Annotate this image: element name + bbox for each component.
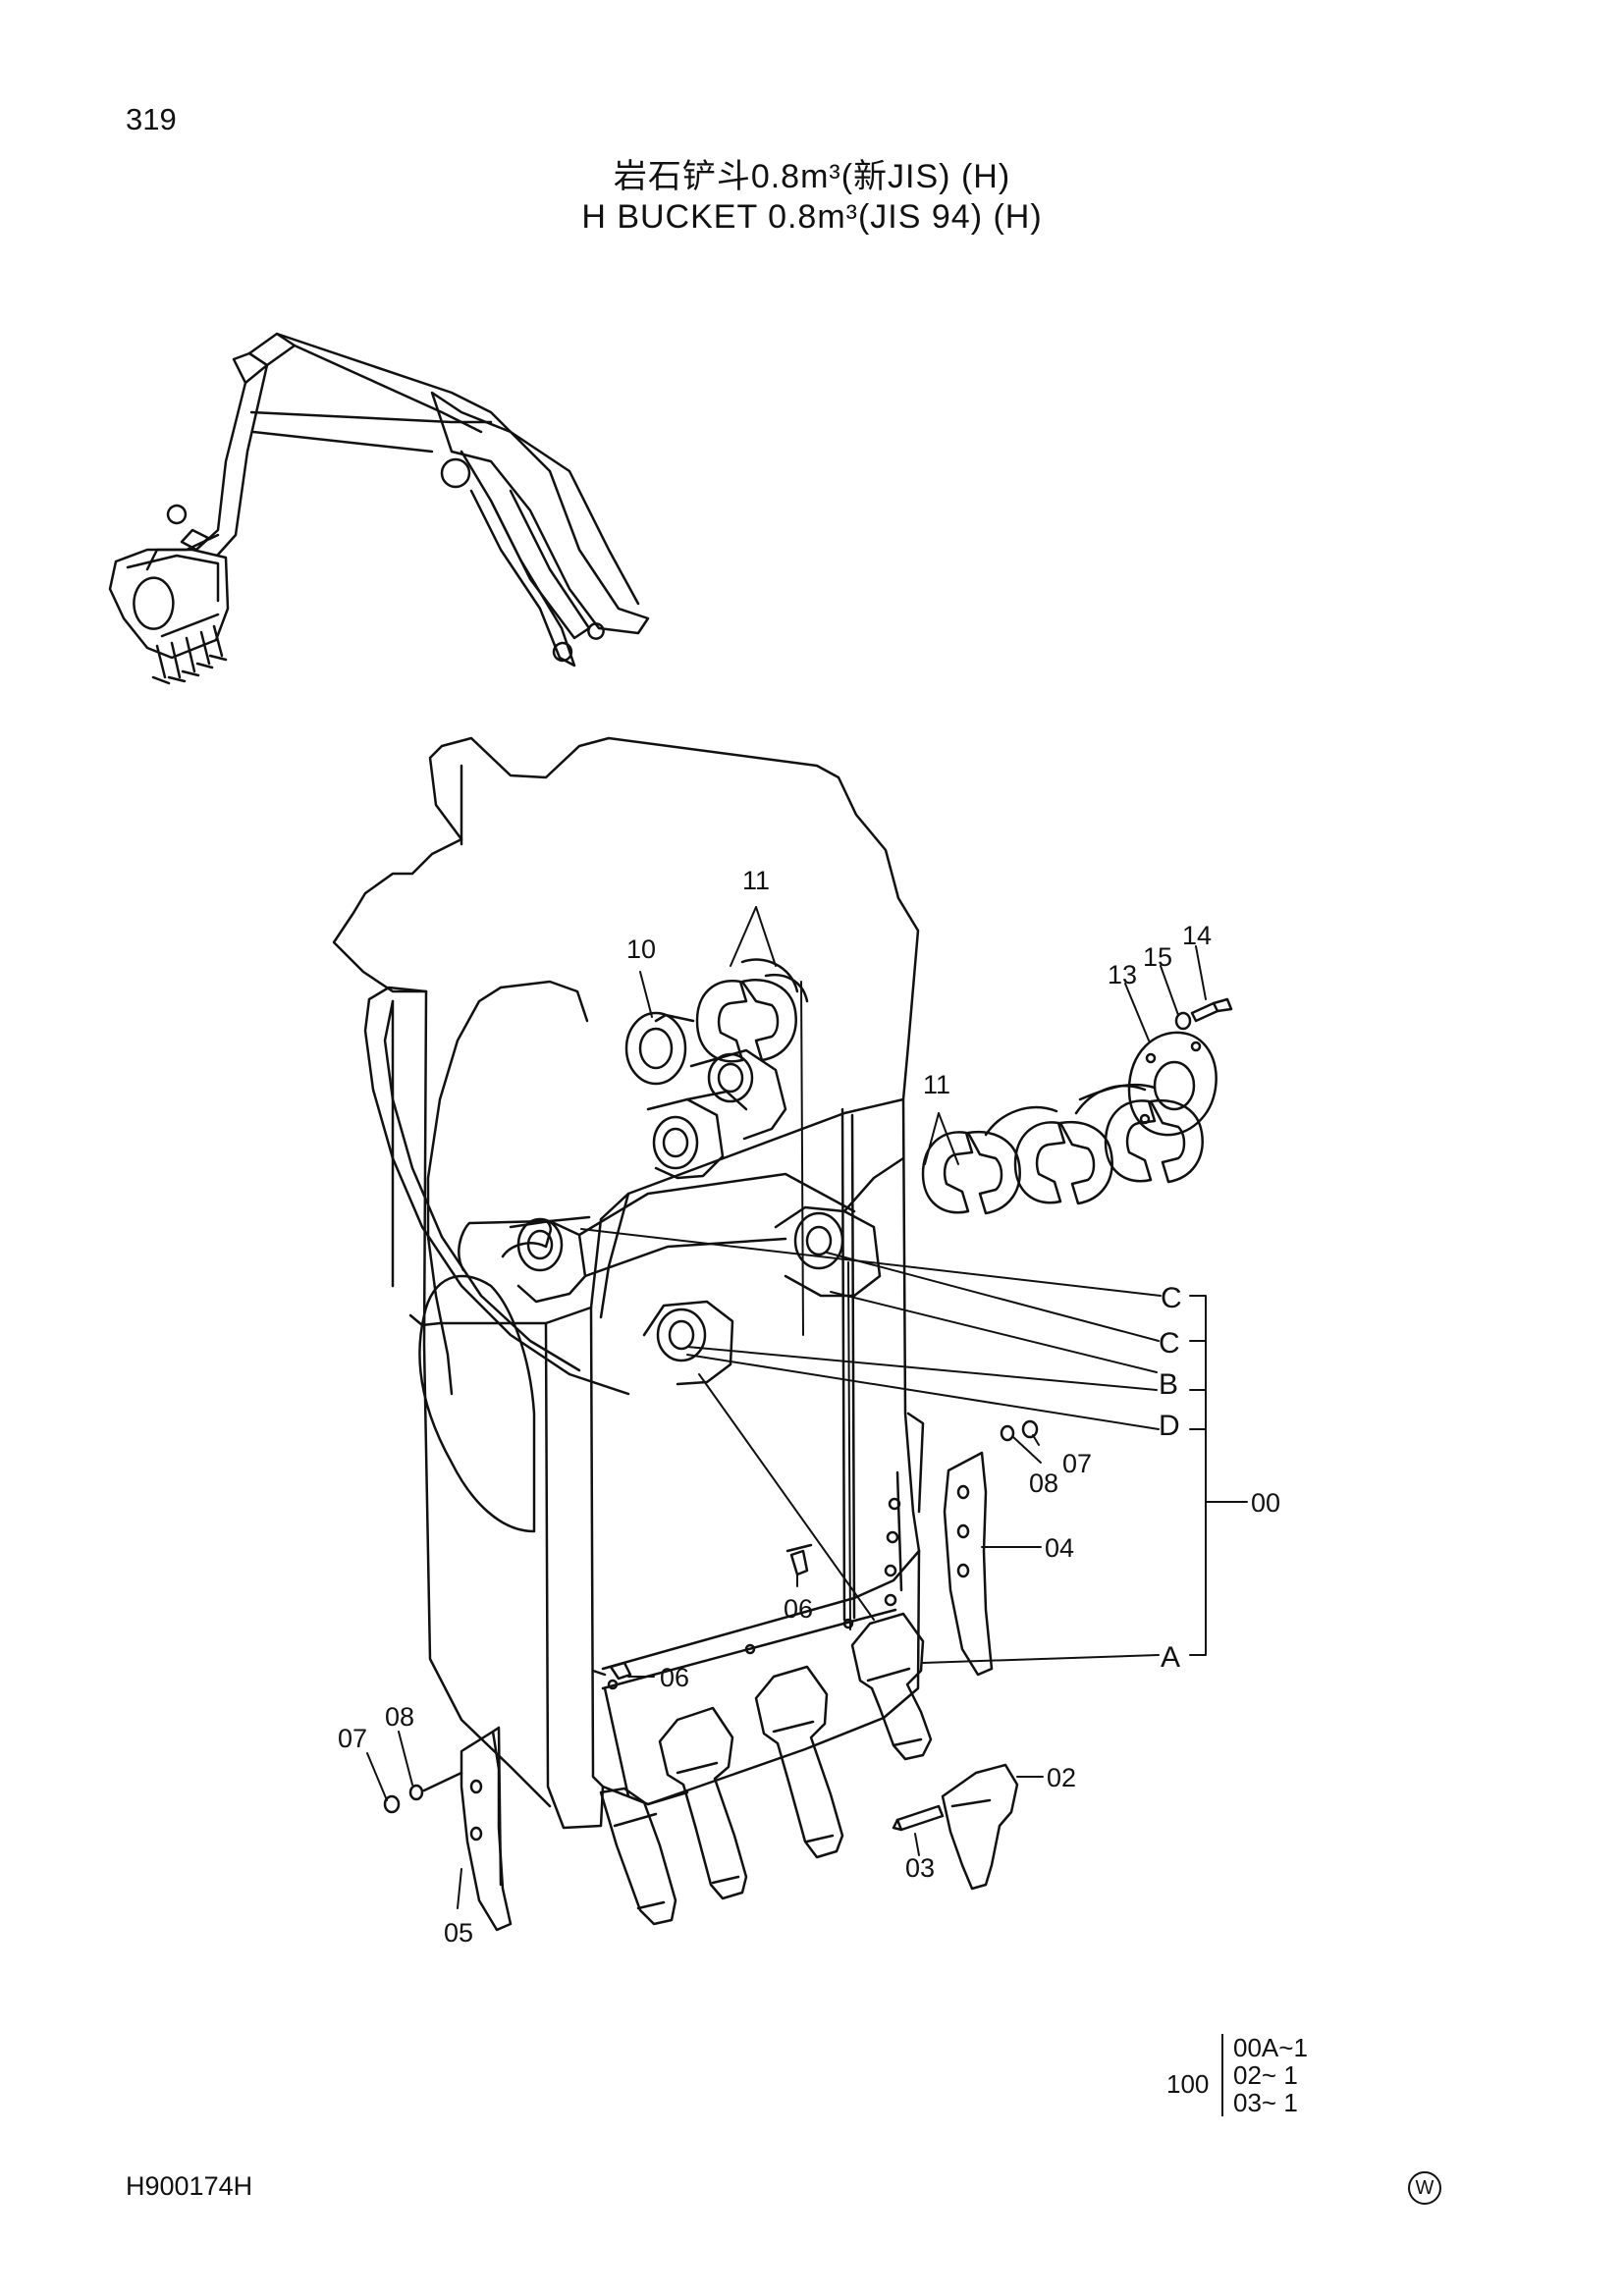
callout-02: 02 xyxy=(1047,1763,1076,1792)
callout-11-right: 11 xyxy=(923,1070,950,1099)
exploded-parts xyxy=(383,958,1233,1932)
assembly-ref-b: B xyxy=(1159,1368,1178,1401)
leader-lines xyxy=(366,906,1248,1909)
bucket-body xyxy=(332,736,925,1830)
callout-08-left: 08 xyxy=(385,1702,414,1732)
bucket-teeth xyxy=(599,1612,933,1926)
w-mark-icon: W xyxy=(1408,2171,1441,2205)
callout-15: 15 xyxy=(1143,942,1172,972)
callout-00: 00 xyxy=(1251,1488,1280,1518)
callout-06-upper: 06 xyxy=(784,1594,813,1624)
assembly-ref-c-upper: C xyxy=(1161,1282,1182,1314)
page-title-chinese: 岩石铲斗0.8m³(新JIS) (H) xyxy=(613,158,1011,195)
callout-08-right: 08 xyxy=(1029,1468,1058,1498)
assembly-ref-c-lower: C xyxy=(1159,1327,1180,1360)
reference-entry: 02~ 1 xyxy=(1233,2060,1298,2090)
callout-11-upper: 11 xyxy=(742,866,770,895)
callout-13: 13 xyxy=(1108,960,1137,989)
reference-entry: 03~ 1 xyxy=(1233,2088,1298,2117)
assembly-ref-a: A xyxy=(1161,1641,1180,1674)
callout-labels: 11 10 11 13 15 14 08 07 04 06 06 00 07 0… xyxy=(338,866,1280,1948)
reference-quantity: 100 xyxy=(1166,2069,1210,2099)
callout-14: 14 xyxy=(1182,921,1212,950)
page-title-english: H BUCKET 0.8m³(JIS 94) (H) xyxy=(581,198,1043,236)
callout-04: 04 xyxy=(1045,1533,1074,1563)
excavator-front-overview xyxy=(108,332,650,685)
callout-07-right: 07 xyxy=(1062,1449,1092,1478)
callout-10: 10 xyxy=(626,934,656,964)
reference-list: 00A~1 02~ 1 03~ 1 xyxy=(1221,2034,1308,2116)
bucket-upper-brackets xyxy=(460,764,905,1386)
page-number: 319 xyxy=(126,102,177,136)
callout-05: 05 xyxy=(444,1918,473,1948)
drawing-code: H900174H xyxy=(126,2171,253,2201)
reference-entry: 00A~1 xyxy=(1233,2033,1308,2062)
callout-07-left: 07 xyxy=(338,1724,367,1753)
callout-06-lower: 06 xyxy=(660,1663,689,1692)
callout-03: 03 xyxy=(905,1853,935,1883)
assembly-ref-d: D xyxy=(1159,1410,1180,1442)
